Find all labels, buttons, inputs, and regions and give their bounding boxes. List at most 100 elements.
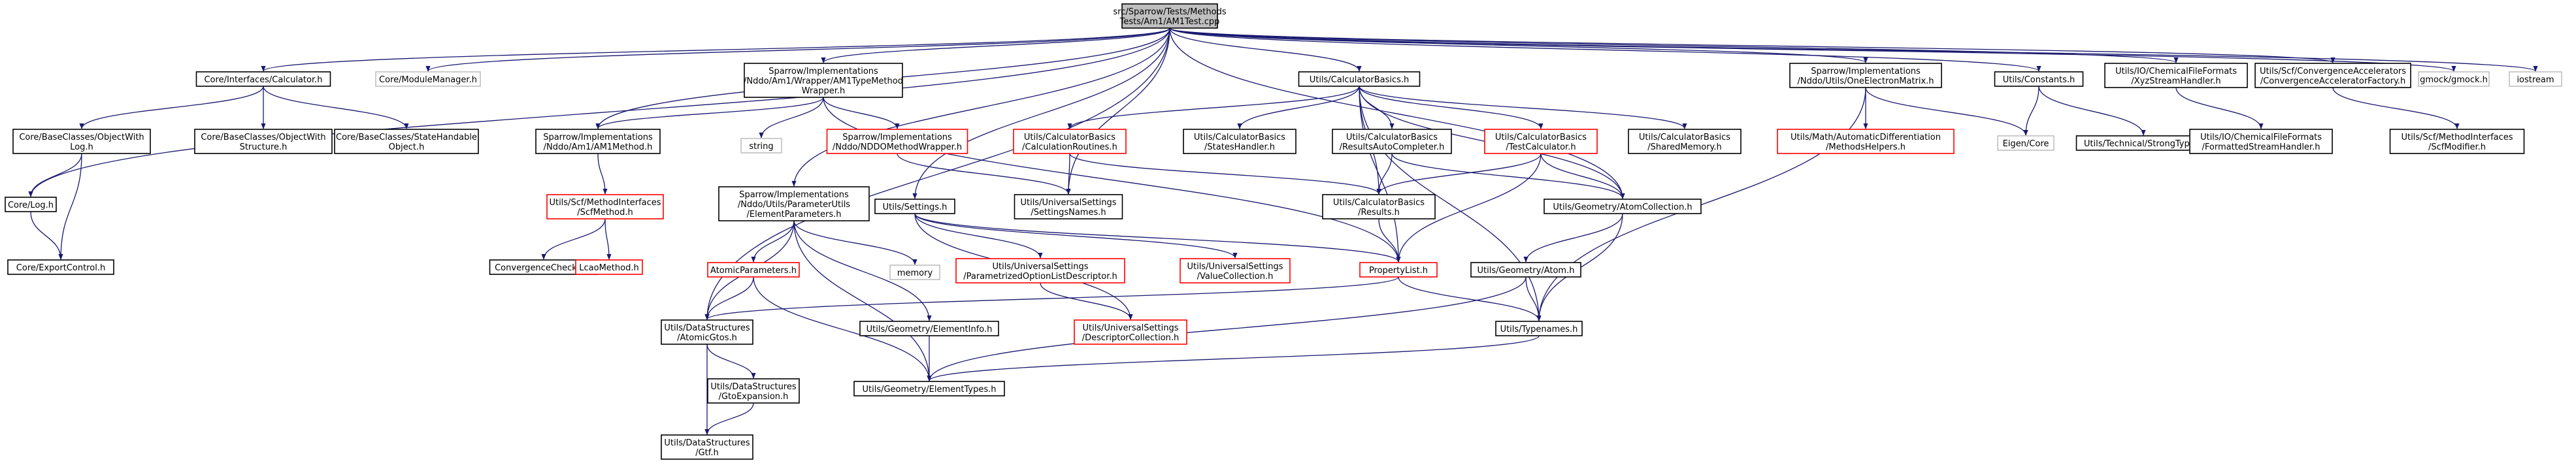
node-elementtypes[interactable]: Utils/Geometry/ElementTypes.h: [853, 381, 1005, 396]
node-label: Utils/UniversalSettings: [1187, 262, 1283, 272]
node-box: [661, 434, 753, 460]
node-oneelectron[interactable]: Sparrow/Implementations/Nddo/Utils/OneEl…: [1789, 63, 1942, 88]
node-label: Core/ModuleManager.h: [379, 75, 477, 85]
node-label: Utils/Settings.h: [883, 202, 948, 212]
node-box: [535, 129, 661, 154]
node-elementinfo[interactable]: Utils/Geometry/ElementInfo.h: [859, 321, 999, 336]
node-label: Structure.h: [240, 142, 288, 152]
node-formattedstream[interactable]: Utils/IO/ChemicalFileFormats/FormattedSt…: [2189, 129, 2333, 154]
node-box: [826, 129, 968, 154]
edge-root-to-am1wrapper: [821, 27, 1170, 63]
node-autodiff[interactable]: Utils/Math/AutomaticDifferentiation/Meth…: [1777, 129, 1955, 154]
node-box: [661, 319, 753, 345]
node-gtf[interactable]: Utils/DataStructures/Gtf.h: [661, 434, 753, 460]
edge-root-to-modulemanager: [425, 27, 1170, 72]
node-atomicparams[interactable]: AtomicParameters.h: [707, 262, 800, 278]
node-iostream: iostream: [2509, 71, 2562, 87]
node-label: Utils/Geometry/ElementTypes.h: [862, 385, 996, 395]
edge-calcroutines-to-results: [1069, 153, 1381, 195]
node-label: LcaoMethod.h: [579, 263, 638, 273]
node-settingsnames[interactable]: Utils/UniversalSettings/SettingsNames.h: [1014, 194, 1123, 219]
node-layer: src/Sparrow/Tests/MethodsTests/Am1/AM1Te…: [5, 3, 2562, 460]
node-am1wrapper[interactable]: Sparrow/Implementations/Nddo/Am1/Wrapper…: [744, 63, 903, 98]
node-corelog[interactable]: Core/Log.h: [5, 197, 57, 212]
node-gtoexpansion[interactable]: Utils/DataStructures/GtoExpansion.h: [707, 378, 800, 404]
node-label: Utils/Scf/MethodInterfaces: [549, 198, 661, 208]
node-label: Utils/Scf/ConvergenceAccelerators: [2260, 67, 2406, 76]
node-atomh[interactable]: Utils/Geometry/Atom.h: [1470, 262, 1581, 278]
node-exportcontrol[interactable]: Core/ExportControl.h: [7, 259, 114, 275]
node-label: Utils/CalculatorBasics: [1024, 133, 1115, 142]
node-label: Core/BaseClasses/StateHandable: [336, 133, 477, 142]
node-scfmodifier[interactable]: Utils/Scf/MethodInterfaces/ScfModifier.h: [2389, 129, 2525, 154]
node-sharedmem[interactable]: Utils/CalculatorBasics/SharedMemory.h: [1628, 129, 1742, 154]
node-box: [12, 129, 151, 154]
node-calcroutines[interactable]: Utils/CalculatorBasics/CalculationRoutin…: [1013, 129, 1127, 154]
node-label: Core/Log.h: [8, 201, 54, 210]
node-label: /SharedMemory.h: [1647, 142, 1722, 152]
node-label: /TestCalculator.h: [1506, 142, 1576, 152]
node-label: /ValueCollection.h: [1197, 272, 1274, 282]
node-box: [1777, 129, 1955, 154]
edge-resultsauto-to-results: [1376, 153, 1393, 195]
node-label: Utils/Constants.h: [2003, 75, 2075, 85]
node-xyzstream[interactable]: Utils/IO/ChemicalFileFormats/XyzStreamHa…: [2104, 63, 2248, 88]
edge-calcbasics-to-propertylist: [1359, 86, 1401, 263]
edge-objwithlog-to-exportcontrol: [58, 153, 82, 260]
node-desccollection[interactable]: Utils/UniversalSettings/DescriptorCollec…: [1074, 319, 1187, 345]
edge-calculator-to-objwithlog: [79, 86, 264, 129]
edge-calcbasics-to-calcroutines: [1067, 86, 1360, 129]
node-label: /Gtf.h: [695, 448, 719, 458]
node-results[interactable]: Utils/CalculatorBasics/Results.h: [1322, 194, 1436, 219]
node-settings[interactable]: Utils/Settings.h: [874, 199, 955, 214]
node-valuecollection[interactable]: Utils/UniversalSettings/ValueCollection.…: [1180, 258, 1291, 283]
node-root[interactable]: src/Sparrow/Tests/MethodsTests/Am1/AM1Te…: [1113, 3, 1227, 29]
node-atomicgtos[interactable]: Utils/DataStructures/AtomicGtos.h: [661, 319, 753, 345]
node-box: [195, 71, 331, 87]
node-calcbasics[interactable]: Utils/CalculatorBasics.h: [1298, 71, 1421, 87]
edge-am1wrapper-to-propertylist: [823, 97, 1401, 263]
node-box: [375, 71, 481, 87]
node-box: [1074, 319, 1187, 345]
node-resultsauto[interactable]: Utils/CalculatorBasics/ResultsAutoComple…: [1332, 129, 1452, 154]
node-gmock: gmock/gmock.h: [2418, 71, 2490, 87]
node-label: /CalculationRoutines.h: [1022, 142, 1117, 152]
node-propertylist[interactable]: PropertyList.h: [1359, 262, 1438, 278]
node-typenames[interactable]: Utils/Typenames.h: [1495, 321, 1583, 336]
node-lcaomethod[interactable]: LcaoMethod.h: [575, 259, 643, 275]
node-label: /Nddo/Am1/AM1Method.h: [544, 142, 653, 152]
node-label: gmock/gmock.h: [2420, 75, 2488, 85]
node-box: [1495, 321, 1583, 336]
node-am1method[interactable]: Sparrow/Implementations/Nddo/Am1/AM1Meth…: [535, 129, 661, 154]
node-atomcollection[interactable]: Utils/Geometry/AtomCollection.h: [1544, 199, 1702, 214]
node-label: Object.h: [389, 142, 425, 152]
node-box: [853, 381, 1005, 396]
node-testcalc[interactable]: Utils/CalculatorBasics/TestCalculator.h: [1484, 129, 1598, 154]
node-label: Utils/DataStructures: [664, 438, 750, 448]
edge-layer: [28, 27, 2538, 435]
node-box: [2189, 129, 2333, 154]
node-stateshandler[interactable]: Utils/CalculatorBasics/StatesHandler.h: [1183, 129, 1296, 154]
edge-atomicparams-to-atomicgtos: [704, 276, 754, 320]
node-box: [744, 63, 903, 98]
node-box: [707, 378, 800, 404]
node-constants[interactable]: Utils/Constants.h: [1994, 71, 2084, 87]
node-box: [718, 186, 870, 221]
node-scfmethod[interactable]: Utils/Scf/MethodInterfaces/ScfMethod.h: [546, 194, 664, 219]
node-label: ConvergenceChecker.h: [495, 263, 593, 273]
node-calculator[interactable]: Core/Interfaces/Calculator.h: [195, 71, 331, 87]
node-nddowrapper[interactable]: Sparrow/Implementations/Nddo/NDDOMethodW…: [826, 129, 968, 154]
node-box: [1013, 129, 1127, 154]
node-paramoptlist[interactable]: Utils/UniversalSettings/ParametrizedOpti…: [955, 258, 1125, 283]
node-label: /DescriptorCollection.h: [1082, 333, 1180, 343]
edge-propertylist-to-typenames: [1398, 276, 1542, 321]
node-convaccel[interactable]: Utils/Scf/ConvergenceAccelerators/Conver…: [2254, 63, 2411, 88]
node-elemparams[interactable]: Sparrow/Implementations/Nddo/Utils/Param…: [718, 186, 870, 221]
node-strongtype[interactable]: Utils/Technical/StrongType.h: [2075, 135, 2211, 151]
node-label: Utils/Typenames.h: [1500, 325, 1578, 334]
node-label: /ResultsAutoCompleter.h: [1340, 142, 1445, 152]
